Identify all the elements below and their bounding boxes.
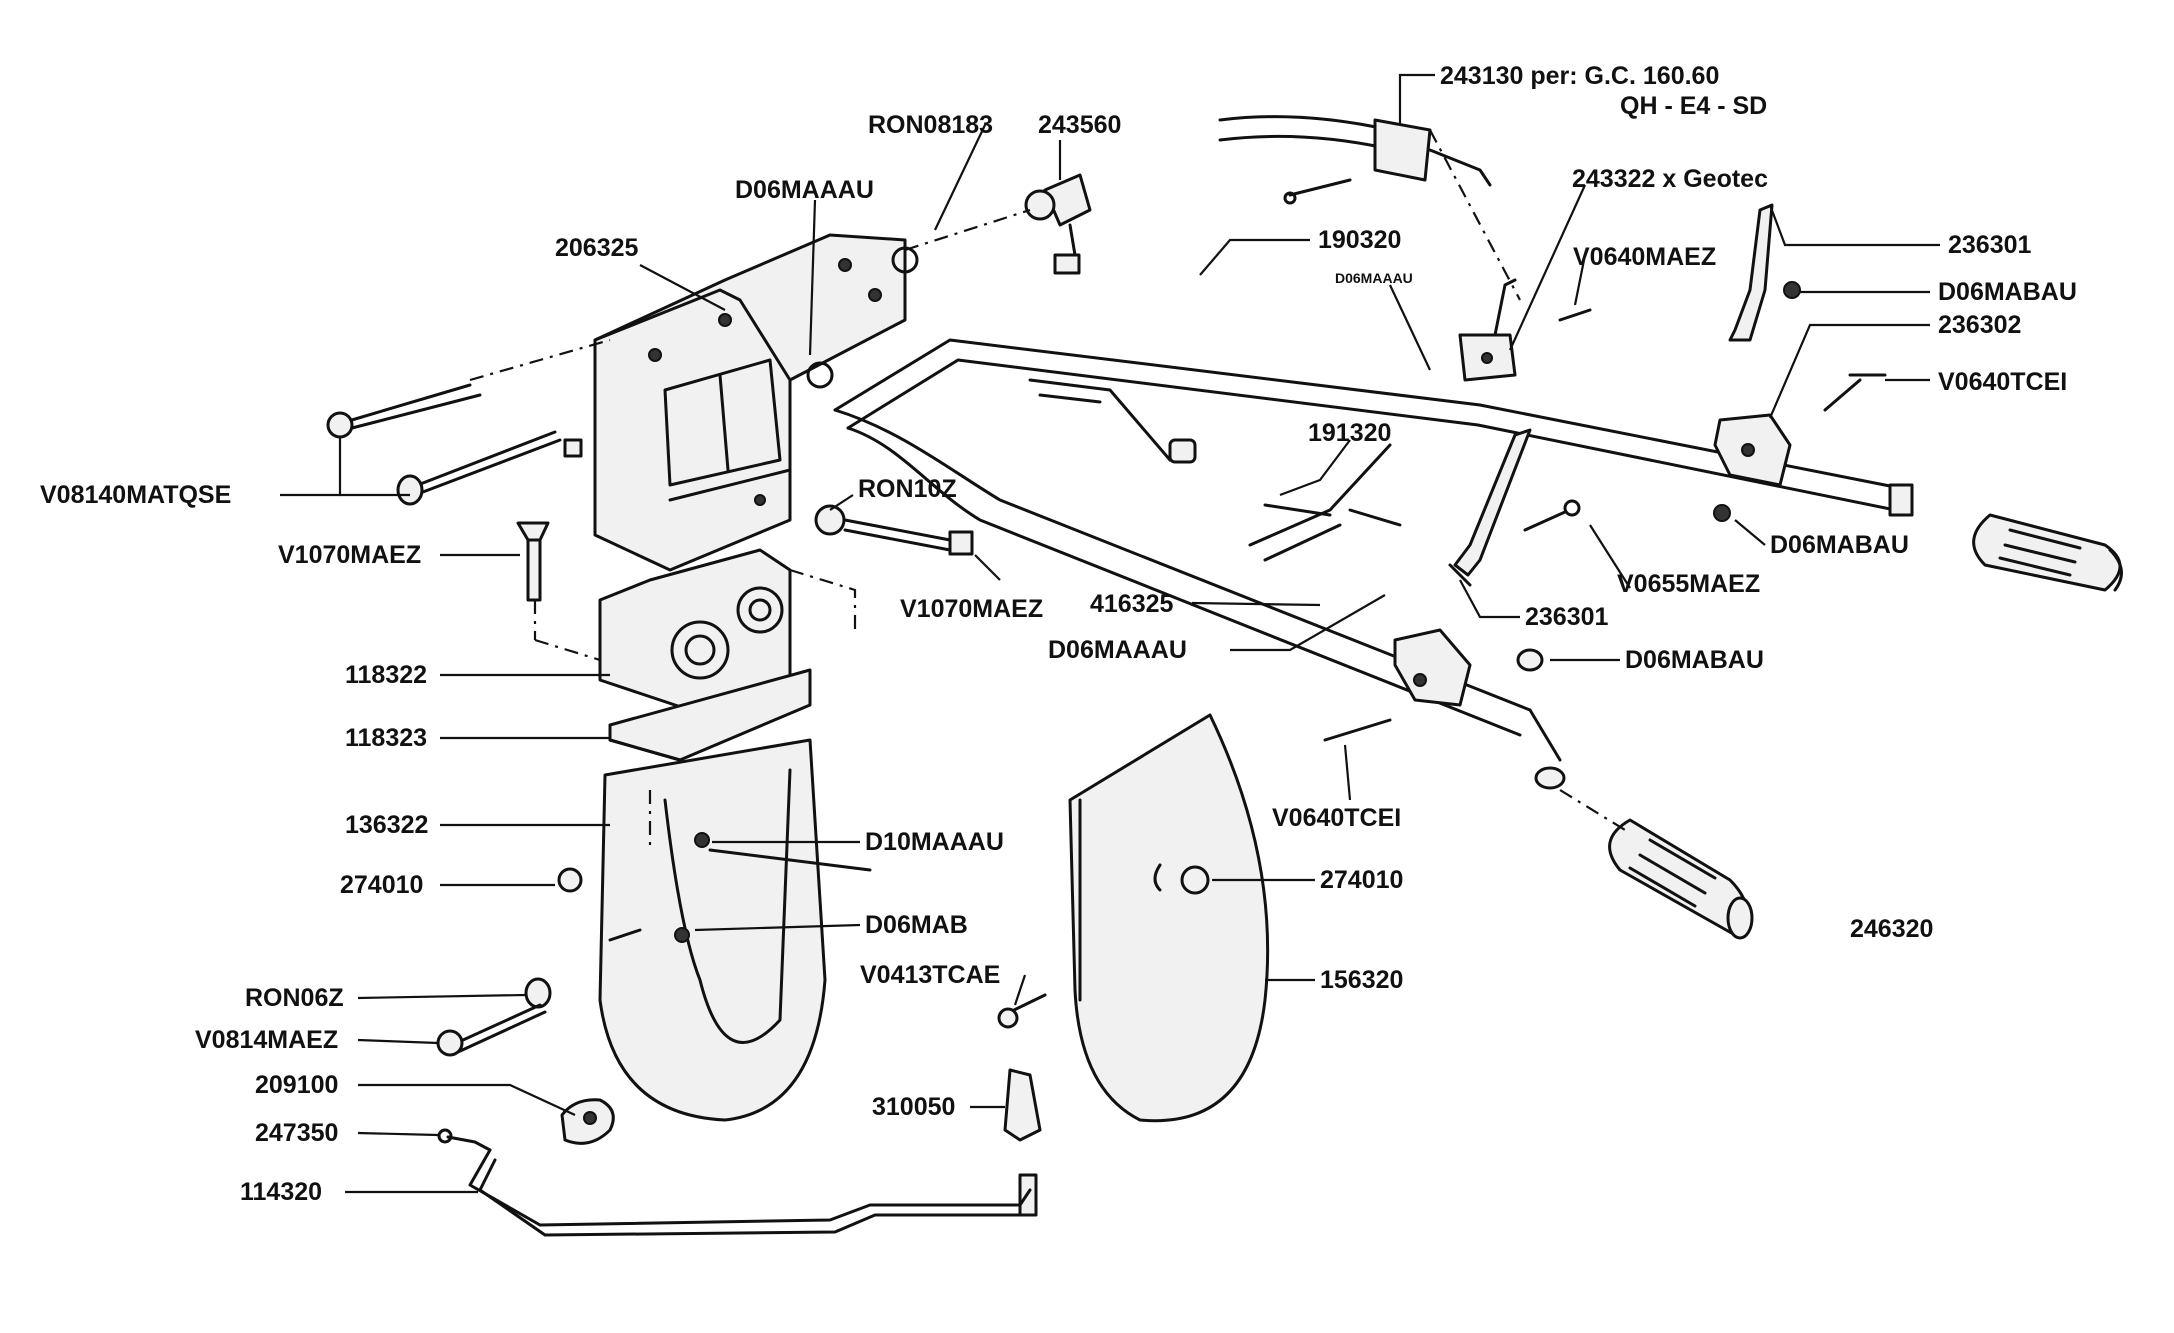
label-v0655maez: V0655MAEZ — [1617, 570, 1760, 598]
knob-rod — [437, 1068, 1042, 1237]
label-v0640tcei-lower: V0640TCEI — [1272, 804, 1401, 832]
lever-top — [1728, 203, 1801, 342]
label-ron06z: RON06Z — [245, 984, 344, 1012]
label-v0640maez: V0640MAEZ — [1573, 243, 1716, 271]
label-d10maaau: D10MAAAU — [865, 828, 1004, 856]
label-190320: 190320 — [1318, 226, 1401, 254]
label-243560: 243560 — [1038, 111, 1121, 139]
label-136322: 136322 — [345, 811, 428, 839]
label-243130-models: QH - E4 - SD — [1620, 92, 1767, 120]
label-206325: 206325 — [555, 234, 639, 262]
label-236301-top: 236301 — [1948, 231, 2032, 259]
label-ron08183: RON08183 — [868, 111, 993, 139]
label-v1070maez-mid: V1070MAEZ — [900, 595, 1043, 623]
label-v0640tcei-right: V0640TCEI — [1938, 368, 2067, 396]
label-d06mabau-right: D06MABAU — [1770, 531, 1909, 559]
label-d06mabau-top: D06MABAU — [1938, 278, 2077, 306]
knob-209100 — [560, 1098, 615, 1145]
label-114320: 114320 — [240, 1178, 322, 1206]
lever-middle — [1448, 428, 1581, 587]
gearbox-housing — [593, 233, 919, 572]
lever-clamp — [1713, 373, 1887, 522]
leader-lines — [280, 73, 1940, 1194]
label-310050: 310050 — [872, 1093, 955, 1121]
label-247350: 247350 — [255, 1119, 338, 1147]
washer-bolt — [436, 977, 552, 1057]
label-118322: 118322 — [345, 661, 427, 689]
switch-part — [1458, 278, 1592, 382]
throttle-control — [1218, 115, 1521, 301]
label-191320: 191320 — [1308, 419, 1391, 447]
label-ron10z: RON10Z — [858, 475, 957, 503]
label-243130: 243130 per: G.C. 160.60 — [1440, 62, 1719, 90]
label-d06maaau-small: D06MAAAU — [1335, 270, 1413, 286]
part-labels: 243130 per: G.C. 160.60 QH - E4 - SD RON… — [40, 62, 2077, 1206]
label-274010-right: 274010 — [1320, 866, 1403, 894]
label-d06maaau-top: D06MAAAU — [735, 176, 874, 204]
bolt-mid — [814, 504, 974, 556]
label-v08140matqse: V08140MATQSE — [40, 481, 231, 509]
small-screw — [997, 993, 1047, 1029]
right-grip — [1972, 513, 2123, 592]
long-bolts — [326, 338, 611, 506]
label-d06mab: D06MAB — [865, 911, 968, 939]
bolt-left — [516, 521, 550, 640]
label-274010-left: 274010 — [340, 871, 423, 899]
label-236302: 236302 — [1938, 311, 2021, 339]
bearing-block — [534, 548, 857, 712]
label-416325: 416325 — [1090, 590, 1174, 618]
label-v1070maez-left: V1070MAEZ — [278, 541, 421, 569]
label-d06mabau-lower: D06MABAU — [1625, 646, 1764, 674]
label-v0413tcae: V0413TCAE — [860, 961, 1000, 989]
label-118323: 118323 — [345, 724, 427, 752]
lower-grip — [1559, 789, 1754, 940]
rod-parts — [1168, 438, 1402, 527]
label-209100: 209100 — [255, 1071, 338, 1099]
label-246320: 246320 — [1850, 915, 1933, 943]
lower-clamp — [1323, 628, 1544, 742]
cable-connector — [904, 173, 1092, 275]
label-156320: 156320 — [1320, 966, 1403, 994]
label-243322: 243322 x Geotec — [1572, 165, 1768, 193]
handlebar-frame — [833, 338, 1914, 790]
label-236301-mid: 236301 — [1525, 603, 1609, 631]
label-d06maaau-mid: D06MAAAU — [1048, 636, 1187, 664]
side-cover — [1068, 713, 1270, 1123]
label-v0814maez: V0814MAEZ — [195, 1026, 338, 1054]
